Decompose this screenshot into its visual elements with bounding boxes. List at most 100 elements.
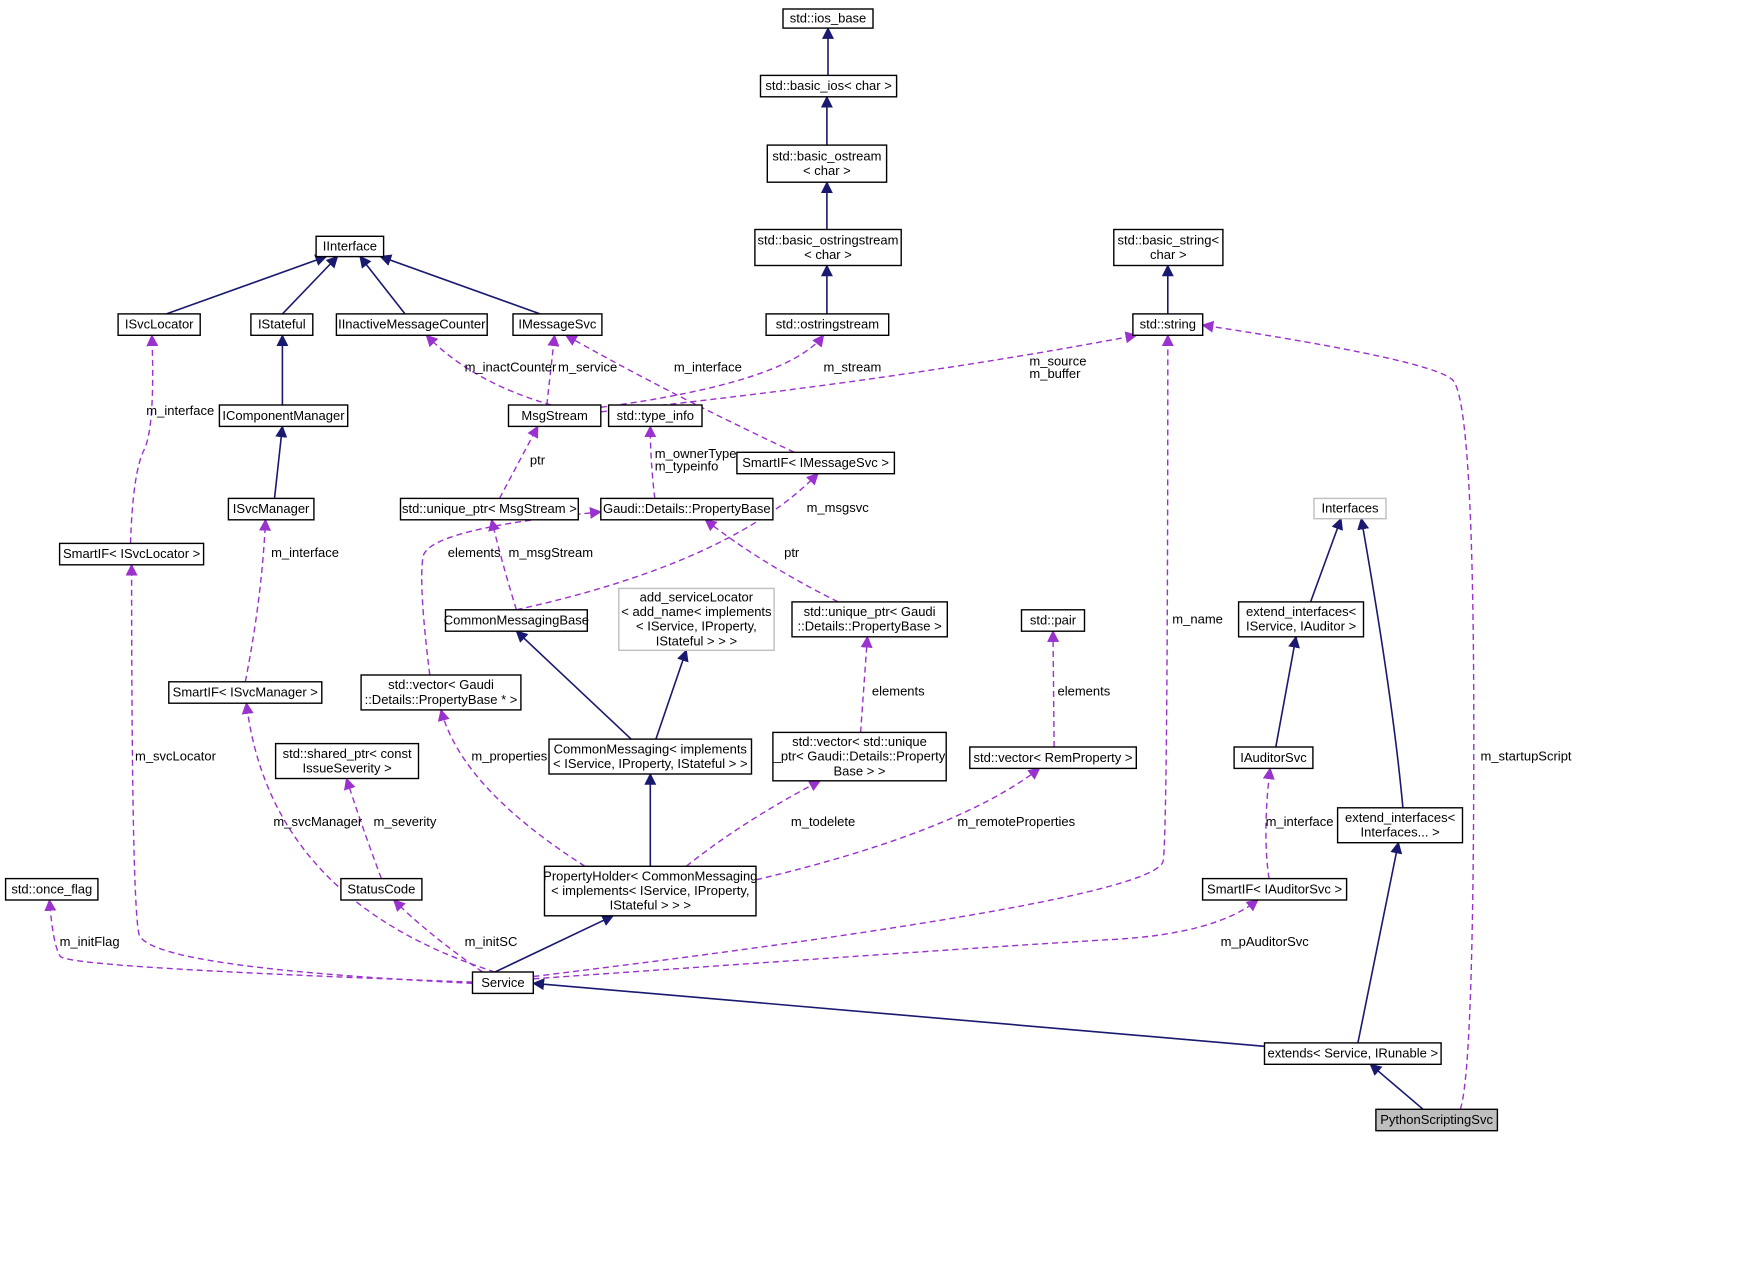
edge-label-m-initsc: m_initSC: [465, 934, 518, 949]
node-unique-ptr-propbase[interactable]: std::unique_ptr< Gaudi::Details::Propert…: [791, 601, 949, 638]
node-box: [1313, 497, 1387, 520]
node-iinterface[interactable]: IInterface: [315, 235, 385, 258]
usage-edge-propertyholder-to-vector_propbase_ptr: [437, 708, 586, 867]
node-label: char >: [1150, 247, 1187, 262]
node-label: IComponentManager: [222, 408, 345, 423]
usage-edge-commonmessagingbase-to-smartif_imsgsvc: [516, 472, 819, 611]
node-unique-ptr-msgstream[interactable]: std::unique_ptr< MsgStream >: [399, 497, 580, 521]
node-label: std::basic_ostringstream: [758, 232, 899, 247]
node-box: [1263, 1042, 1442, 1066]
node-isvclocator[interactable]: ISvcLocator: [117, 313, 201, 336]
edge-label-m-stream: m_stream: [824, 359, 882, 374]
node-label: Interfaces: [1321, 501, 1379, 516]
node-service[interactable]: Service: [471, 971, 534, 995]
node-label: MsgStream: [521, 408, 587, 423]
inheritance-edge-extends-to-service: [532, 978, 1265, 1048]
edge-label-elements-pair: elements: [1058, 683, 1111, 698]
node-label: std::type_info: [617, 408, 694, 423]
node-label: IInactiveMessageCounter: [338, 317, 486, 332]
node-box: [1132, 313, 1204, 336]
usage-edge-service-to-smartif_iauditorsvc: [533, 899, 1259, 980]
node-istateful[interactable]: IStateful: [250, 313, 314, 336]
node-label: IAuditorSvc: [1240, 750, 1307, 765]
inheritance-edge-iauditorsvc-to-extend_interfaces_auditor: [1275, 635, 1300, 748]
node-isvcmanager[interactable]: ISvcManager: [227, 497, 315, 521]
node-label: CommonMessagingBase: [444, 613, 589, 628]
node-label: std::shared_ptr< const: [283, 746, 412, 761]
node-label: PythonScriptingSvc: [1380, 1112, 1493, 1127]
node-ostringstream[interactable]: std::ostringstream: [765, 313, 890, 336]
node-extends[interactable]: extends< Service, IRunable >: [1263, 1042, 1442, 1066]
node-basic-ostringstream[interactable]: std::basic_ostringstream< char >: [754, 228, 902, 267]
usage-edge-propertyholder-to-vector_unique_ptr: [685, 780, 822, 867]
inheritance-edge-commonmessaging-to-add_servicelocator: [655, 649, 689, 740]
node-label: ISvcLocator: [125, 317, 194, 332]
node-extend-interfaces-generic[interactable]: extend_interfaces<Interfaces... >: [1336, 807, 1464, 844]
node-box: [548, 738, 753, 775]
inheritance-edge-isvclocator-to-iinterface: [166, 254, 328, 315]
node-basic-ostream[interactable]: std::basic_ostream< char >: [766, 144, 888, 183]
node-imessagesvc[interactable]: IMessageSvc: [512, 313, 603, 336]
node-propertyholder[interactable]: PropertyHolder< CommonMessaging< impleme…: [543, 865, 757, 917]
node-commonmessagingbase[interactable]: CommonMessagingBase: [444, 609, 589, 632]
node-label: < char >: [803, 163, 851, 178]
node-vector-propbase-ptr[interactable]: std::vector< Gaudi::Details::PropertyBas…: [360, 674, 522, 711]
usage-edge-service-to-smartif_isvcmanager: [241, 701, 496, 973]
node-propertybase[interactable]: Gaudi::Details::PropertyBase: [600, 497, 774, 521]
node-vector-remproperty[interactable]: std::vector< RemProperty >: [969, 746, 1137, 770]
node-string[interactable]: std::string: [1132, 313, 1204, 336]
node-smartif-isvclocator[interactable]: SmartIF< ISvcLocator >: [58, 542, 205, 566]
node-label: IMessageSvc: [518, 317, 597, 332]
usage-edge-service-to-string: [533, 334, 1174, 978]
edge-label-m-interface-msgsvc: m_interface: [674, 359, 742, 374]
node-iinactive[interactable]: IInactiveMessageCounter: [335, 313, 488, 336]
node-interfaces[interactable]: Interfaces: [1313, 497, 1387, 520]
node-commonmessaging[interactable]: CommonMessaging< implements< IService, I…: [548, 738, 753, 775]
node-basic-ios[interactable]: std::basic_ios< char >: [759, 74, 898, 98]
node-statuscode[interactable]: StatusCode: [340, 877, 423, 901]
node-box: [1237, 601, 1365, 638]
node-icomponentmanager[interactable]: IComponentManager: [218, 404, 349, 428]
node-extend-interfaces-auditor[interactable]: extend_interfaces<IService, IAuditor >: [1237, 601, 1365, 638]
node-box: [335, 313, 488, 336]
node-smartif-isvcmanager[interactable]: SmartIF< ISvcManager >: [168, 681, 323, 704]
inheritance-edge-pythonscriptingsvc-to-extends: [1369, 1063, 1424, 1110]
node-box: [227, 497, 315, 521]
node-box: [1113, 228, 1224, 267]
node-once-flag[interactable]: std::once_flag: [4, 877, 99, 901]
node-vector-unique-ptr[interactable]: std::vector< std::unique_ptr< Gaudi::Det…: [772, 731, 947, 782]
node-type-info[interactable]: std::type_info: [607, 404, 703, 428]
node-basic-string[interactable]: std::basic_string<char >: [1113, 228, 1224, 267]
node-label: std::unique_ptr< Gaudi: [804, 604, 936, 619]
node-pythonscriptingsvc[interactable]: PythonScriptingSvc: [1375, 1108, 1499, 1132]
node-box: [444, 609, 589, 632]
node-box: [4, 877, 99, 901]
node-ios-base[interactable]: std::ios_base: [782, 8, 874, 29]
node-box: [471, 971, 534, 995]
inheritance-edge-extend_interfaces_auditor-to-interfaces: [1309, 517, 1343, 603]
edge-label-m-remoteproperties: m_remoteProperties: [957, 814, 1075, 829]
node-msgstream[interactable]: MsgStream: [507, 404, 602, 428]
node-smartif-imsgsvc[interactable]: SmartIF< IMessageSvc >: [736, 451, 896, 475]
edge-label-m-svclocator: m_svcLocator: [135, 749, 217, 764]
edge-label-m-interface-auditor: m_interface: [1266, 814, 1334, 829]
node-box: [1201, 877, 1348, 901]
node-box: [754, 228, 902, 267]
node-iauditorsvc[interactable]: IAuditorSvc: [1233, 746, 1314, 770]
node-smartif-iauditorsvc[interactable]: SmartIF< IAuditorSvc >: [1201, 877, 1348, 901]
edges-layer: [44, 26, 1475, 1110]
inheritance-edge-iinactive-to-iinterface: [359, 255, 406, 315]
node-box: [618, 587, 775, 652]
node-pair[interactable]: std::pair: [1020, 609, 1086, 632]
usage-edge-commonmessagingbase-to-unique_ptr_msgstream: [488, 518, 518, 611]
node-label: IStateful > > >: [656, 633, 737, 648]
edge-label-elements-vecprop: elements: [448, 545, 501, 560]
inheritance-edge-istateful-to-iinterface: [281, 255, 339, 315]
node-label: add_serviceLocator: [640, 590, 754, 605]
node-label: std::basic_ios< char >: [765, 78, 891, 93]
node-add-servicelocator[interactable]: add_serviceLocator< add_name< implements…: [618, 587, 775, 652]
edge-label-m-buffer: m_buffer: [1029, 366, 1081, 381]
